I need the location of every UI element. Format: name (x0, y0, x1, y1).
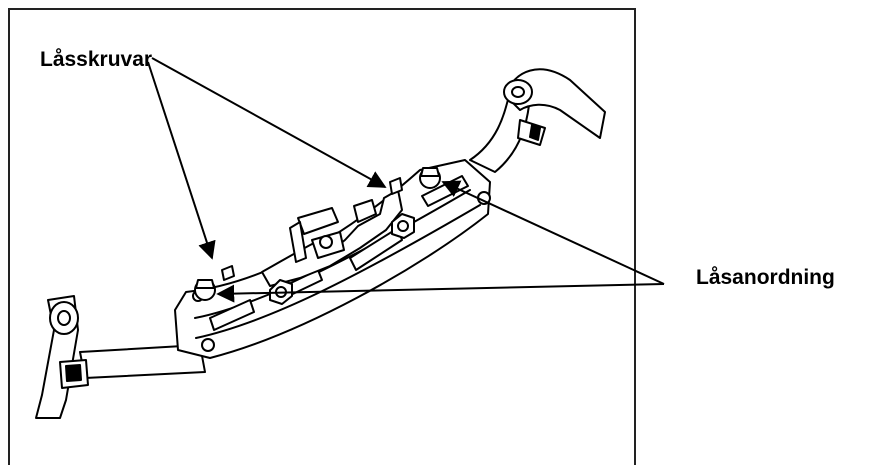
left-arm (35, 295, 206, 419)
figure-frame (8, 8, 636, 465)
lock-bolts (194, 167, 441, 305)
right-arm (469, 68, 606, 173)
bolt-right (419, 167, 441, 189)
bolt-left (194, 279, 216, 301)
clamp-housing (261, 189, 403, 287)
label-lock-screws: Låsskruvar (40, 48, 153, 71)
bolt-mid-right (391, 213, 415, 239)
leader-lock-left (216, 283, 665, 303)
leader-lines (147, 57, 665, 303)
screw-small-left (221, 265, 235, 281)
leader-screw-left (147, 61, 216, 260)
leader-screw-right (151, 57, 387, 188)
label-lock-device: Låsanordning (696, 266, 835, 289)
leader-lock-right (441, 180, 665, 285)
screw-small-right (389, 177, 403, 195)
